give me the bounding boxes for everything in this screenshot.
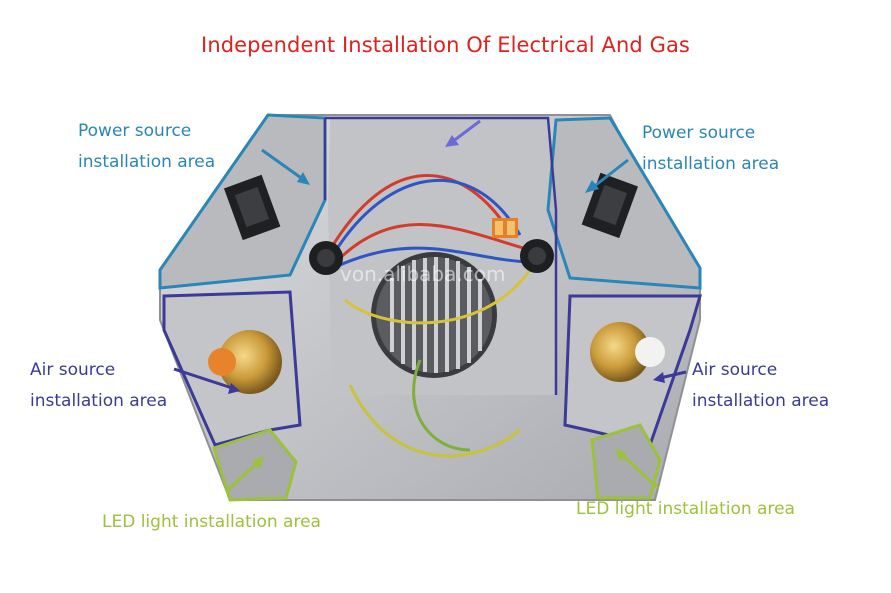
led-compartment-right [590,423,662,500]
label-air-right: Air source installation area [692,355,829,417]
label-air-left-line1: Air source [30,360,116,380]
arrow-air-right [653,370,687,383]
air-compartment-left [162,290,302,447]
arrow-led-left [226,456,264,492]
fan-grille [371,252,497,378]
diagram-title: Independent Installation Of Electrical A… [201,33,690,57]
arrow-air-left [173,367,240,394]
label-power-left-line2: installation area [78,152,216,172]
label-power-left: Power source installation area [78,116,215,178]
wiring [328,174,532,458]
terminal-block [492,218,518,238]
label-power-right-line1: Power source [642,123,756,143]
label-power-right-line2: installation area [642,154,780,174]
power-compartment-left [158,113,327,290]
arrow-power-left [261,148,310,185]
cable-gland-left [309,241,343,275]
label-air-right-line1: Air source [692,360,778,380]
label-air-left: Air source installation area [30,355,167,417]
label-led-right: LED light installation area [576,499,795,519]
cable-gland-right [520,239,554,273]
power-compartment-right [546,116,702,290]
label-led-left: LED light installation area [102,512,321,532]
arrow-center [445,119,481,147]
arrow-led-right [615,449,660,490]
arrow-power-right [585,158,629,193]
label-power-right: Power source installation area [642,118,779,180]
label-air-right-line2: installation area [692,391,830,411]
label-air-left-line2: installation area [30,391,168,411]
watermark: von.alibaba.com [340,262,506,286]
air-compartment-right [563,294,703,447]
label-power-left-line1: Power source [78,121,192,141]
